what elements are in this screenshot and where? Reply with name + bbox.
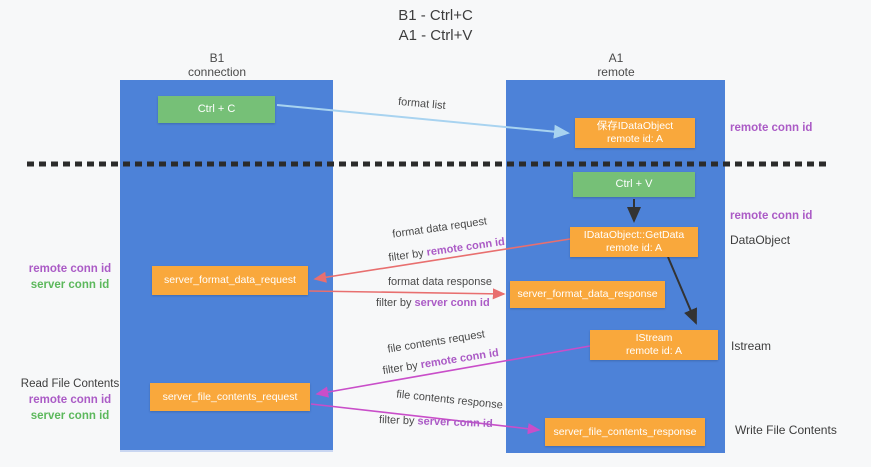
filter-key-server-conn-id: server conn id — [414, 297, 490, 309]
side-label-dataobject: DataObject — [730, 233, 791, 247]
left-label-remote-conn-id: remote conn id — [28, 263, 112, 275]
side-label-istream: Istream — [731, 339, 772, 353]
file-contents-request-arrow — [315, 345, 591, 398]
left-label-server-conn-id-file: server conn id — [30, 410, 110, 422]
edge-label-format-response-filter: filter by server conn id — [376, 297, 490, 309]
node-ctrl-c-label: Ctrl + C — [197, 103, 236, 115]
side-label-remote-conn-id-mid: remote conn id — [730, 210, 813, 222]
getdata-to-istream-arrow — [667, 256, 697, 325]
node-idataobject-getdata: IDataObject::GetData remote id: A — [570, 227, 698, 257]
title-line-1: B1 - Ctrl+C — [398, 7, 473, 24]
node-server-format-data-request: server_format_data_request — [152, 266, 308, 295]
node-server-format-data-response: server_format_data_response — [510, 281, 665, 308]
diagram-title: B1 - Ctrl+C A1 - Ctrl+V — [0, 6, 871, 46]
format-data-response-arrow — [308, 288, 506, 300]
node-istream-line1: IStream — [635, 332, 673, 344]
title-line-2: A1 - Ctrl+V — [398, 27, 473, 44]
column-b1-role: connection — [187, 65, 247, 79]
format-list-arrow — [276, 104, 570, 139]
node-server-file-contents-response-label: server_file_contents_response — [553, 425, 697, 438]
left-label-group-format: remote conn id server conn id — [15, 261, 125, 293]
side-label-write-file-contents: Write File Contents — [735, 423, 837, 437]
node-ctrl-v-label: Ctrl + V — [615, 178, 653, 190]
node-istream: IStream remote id: A — [590, 330, 718, 360]
node-ctrl-c: Ctrl + C — [158, 96, 275, 123]
node-istream-line2: remote id: A — [625, 345, 683, 357]
file-contents-response-arrow — [310, 403, 541, 435]
column-header-b1: B1 connection — [157, 51, 277, 79]
node-server-file-contents-response: server_file_contents_response — [545, 418, 705, 446]
left-label-remote-conn-id-file: remote conn id — [28, 394, 112, 406]
node-server-format-data-response-label: server_format_data_response — [517, 288, 658, 300]
node-getdata-line2: remote id: A — [605, 242, 663, 254]
side-label-remote-conn-id-top: remote conn id — [730, 122, 813, 134]
column-a1-name: A1 — [608, 51, 624, 65]
node-save-idataobject: 保存IDataObject remote id: A — [575, 118, 695, 148]
left-label-server-conn-id: server conn id — [30, 279, 110, 291]
column-header-a1: A1 remote — [556, 51, 676, 79]
filter-key-server-conn-id: server conn id — [417, 415, 493, 430]
node-save-idataobject-line1: 保存IDataObject — [596, 120, 674, 132]
node-server-file-contents-request-label: server_file_contents_request — [162, 390, 298, 403]
column-a1-role: remote — [597, 65, 635, 79]
column-b1-name: B1 — [209, 51, 225, 65]
node-server-format-data-request-label: server_format_data_request — [164, 274, 296, 286]
filter-prefix: filter by — [376, 297, 415, 309]
left-label-read-file-contents: Read File Contents — [20, 378, 120, 390]
left-label-group-file: Read File Contents remote conn id server… — [15, 376, 125, 424]
format-data-request-arrow — [313, 238, 571, 283]
node-getdata-line1: IDataObject::GetData — [583, 229, 685, 241]
node-save-idataobject-line2: remote id: A — [606, 133, 664, 145]
node-server-file-contents-request: server_file_contents_request — [150, 383, 310, 411]
node-ctrl-v: Ctrl + V — [573, 172, 695, 197]
filter-prefix: filter by — [378, 414, 418, 428]
edge-label-format-data-response: format data response — [388, 276, 492, 288]
